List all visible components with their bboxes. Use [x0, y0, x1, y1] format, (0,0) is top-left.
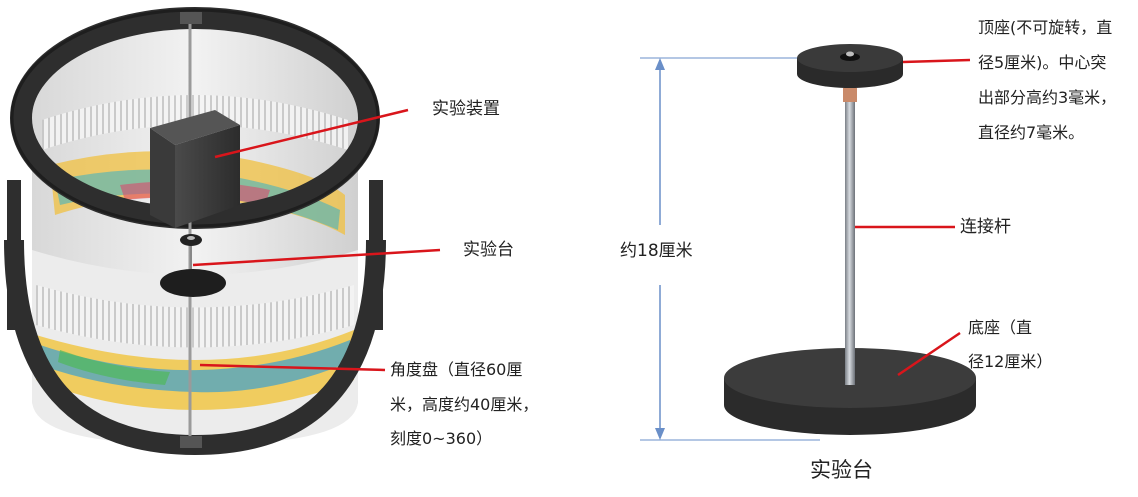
label-top-seat-line: 直径约7毫米。: [978, 123, 1085, 142]
height-dimension: [640, 57, 820, 441]
scale-band-lower: [36, 285, 354, 348]
mini-platform: [160, 234, 226, 297]
top-seat: [797, 44, 903, 88]
clip-top: [180, 12, 202, 24]
dim-arrow-bottom: [655, 428, 665, 440]
label-top-seat-line: 顶座(不可旋转，直: [978, 18, 1113, 37]
color-band-lower-blue: [40, 340, 350, 393]
label-apparatus: 实验装置: [432, 99, 500, 119]
leader-base: [897, 331, 961, 377]
label-base-line: 底座（直: [968, 318, 1033, 337]
label-rod: 连接杆: [960, 217, 1011, 237]
label-top-seat-line: 径5厘米)。中心突: [978, 53, 1107, 72]
label-platform-small: 实验台: [463, 240, 514, 260]
clip-bottom: [180, 436, 202, 448]
label-height: 约18厘米: [620, 241, 693, 261]
angle-dial-cylinder: [4, 7, 386, 456]
label-dial-line: 米，高度约40厘米，: [390, 395, 539, 414]
label-dial-line: 刻度0~360）: [390, 429, 493, 448]
figure-caption: 实验台: [810, 458, 873, 482]
color-band-lower-green: [58, 350, 170, 385]
dim-arrow-top: [655, 58, 665, 70]
color-band-lower-yellow: [36, 330, 354, 410]
leader-platform: [192, 248, 441, 267]
connecting-rod: [845, 100, 855, 385]
label-base-line: 径12厘米）: [968, 352, 1053, 371]
leader-top-seat: [902, 58, 971, 64]
leader-apparatus: [214, 108, 409, 159]
platform-base: [724, 348, 976, 435]
label-top-seat-line: 出部分高约3毫米，: [978, 88, 1117, 107]
leader-dial: [199, 363, 386, 372]
label-dial-line: 角度盘（直径60厘: [390, 360, 523, 379]
rod-coupler: [843, 88, 857, 102]
apparatus-box: [150, 110, 240, 228]
